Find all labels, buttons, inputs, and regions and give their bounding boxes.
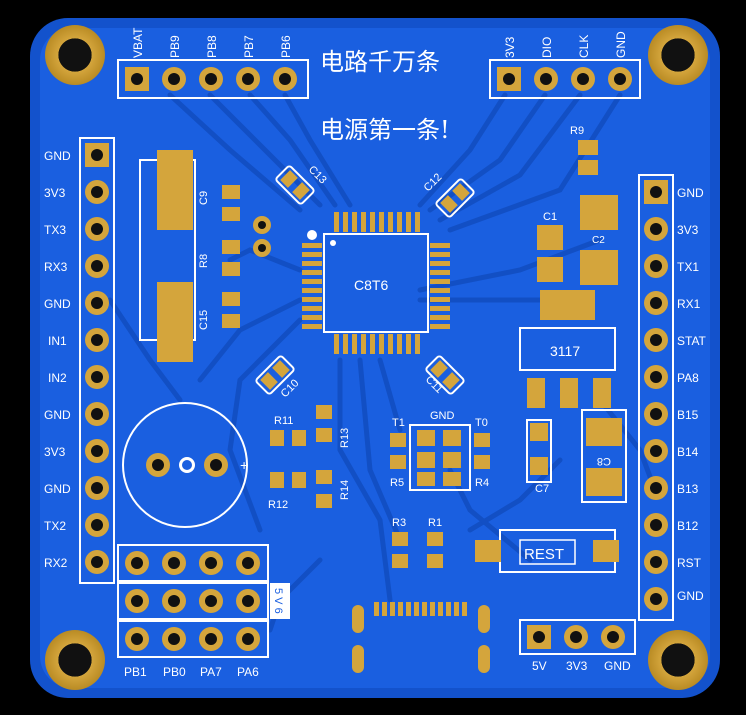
right-pin-label-6: PA8: [677, 371, 699, 385]
title-line-1: 电路千万条: [320, 48, 440, 76]
label-c1: C1: [543, 211, 557, 223]
label-r5: R5: [390, 477, 404, 489]
bottom-pin-label-pa6: PA6: [237, 665, 259, 679]
resistor-r9: [578, 140, 598, 175]
pin-label-pb6: PB6: [279, 35, 293, 58]
right-pin-label-7: B15: [677, 408, 699, 422]
right-pin-label-9: B13: [677, 482, 699, 496]
mount-hole-bottom-left: [45, 630, 105, 690]
label-r12: R12: [268, 499, 288, 511]
left-pin-label-4: RX3: [44, 260, 68, 274]
label-c9: C9: [198, 191, 210, 205]
left-pin-label-9: 3V3: [44, 445, 66, 459]
right-pin-label-1: GND: [677, 186, 704, 200]
capacitor-c11: [425, 355, 465, 395]
label-c7: C7: [535, 483, 549, 495]
top-right-header: 3V3 DIO CLK GND: [489, 31, 641, 99]
regulator-label: 3117: [550, 343, 580, 359]
label-r13: R13: [339, 428, 351, 448]
mcu-label: C8T6: [354, 277, 388, 293]
pin-label-pb7: PB7: [242, 35, 256, 58]
bottom-pin-label-pb0: PB0: [163, 665, 186, 679]
bottom-pin-label-pa7: PA7: [200, 665, 222, 679]
right-pin-label-12: GND: [677, 589, 704, 603]
label-r1: R1: [428, 517, 442, 529]
label-c2: C2: [592, 235, 605, 246]
right-pin-label-10: B12: [677, 519, 699, 533]
usb-connector: [352, 602, 490, 673]
reset-button-label: REST: [524, 546, 564, 563]
left-pin-label-7: IN2: [48, 371, 67, 385]
pin-label-pb9: PB9: [168, 35, 182, 58]
left-pin-label-1: GND: [44, 149, 71, 163]
buzzer: +: [122, 402, 248, 528]
label-t1: T1: [392, 417, 405, 429]
left-pin-label-8: GND: [44, 408, 71, 422]
jumper-pads: [390, 424, 490, 491]
pin-label-pb8: PB8: [205, 35, 219, 58]
left-pin-label-2: 3V3: [44, 186, 66, 200]
label-r11: R11: [274, 415, 293, 427]
label-t0: T0: [475, 417, 488, 429]
mount-hole-top-right: [648, 25, 708, 85]
left-pin-label-5: GND: [44, 297, 71, 311]
capacitor-c12: [435, 178, 475, 218]
right-pin-label-2: 3V3: [677, 223, 699, 237]
left-pin-label-10: GND: [44, 482, 71, 496]
mcu-chip: [302, 212, 450, 354]
capacitor-c2: C2: [580, 195, 618, 285]
via-pair: [253, 216, 271, 257]
bottom-pin-label-pb1: PB1: [124, 665, 147, 679]
mount-hole-bottom-right: [648, 630, 708, 690]
resistor-r11-r12: [270, 405, 332, 508]
capacitor-c10: [255, 355, 295, 395]
right-header: GND 3V3 TX1 RX1 STAT PA8 B15 B14 B13 B12…: [638, 174, 707, 621]
pin-label-gnd-top: GND: [614, 31, 628, 58]
right-pin-label-5: STAT: [677, 334, 707, 348]
left-pin-label-12: RX2: [44, 556, 68, 570]
capacitor-c7: [526, 419, 552, 483]
title-line-2: 电源第一条!: [320, 116, 450, 144]
left-pin-label-3: TX3: [44, 223, 66, 237]
capacitor-c1: [537, 225, 563, 282]
right-pin-label-11: RST: [677, 556, 702, 570]
bottom-pin-label-5v: 5V: [532, 659, 547, 673]
small-pads-left: [222, 185, 240, 328]
svg-text:+: +: [240, 457, 248, 473]
regulator: [519, 290, 616, 408]
bottom-right-header: 5V 3V3 GND: [519, 619, 636, 673]
label-r3: R3: [392, 517, 406, 529]
bottom-pin-label-gnd: GND: [604, 659, 631, 673]
label-r14: R14: [339, 480, 351, 500]
left-pin-label-11: TX2: [44, 519, 66, 533]
capacitor-c13: [275, 165, 315, 205]
right-pin-label-4: RX1: [677, 297, 701, 311]
bottom-left-header: 5 V 6 PB1 PB0 PA7 PA6: [117, 544, 290, 679]
bottom-pin-label-3v3: 3V3: [566, 659, 588, 673]
top-left-header: VBAT PB9 PB8 PB7 PB6: [117, 27, 309, 99]
capacitor-c9-pads: [139, 150, 196, 362]
right-pin-label-3: TX1: [677, 260, 699, 274]
label-r9: R9: [570, 125, 584, 137]
pin-label-clk: CLK: [577, 35, 591, 58]
pin-label-3v3-top: 3V3: [503, 36, 517, 58]
left-pin-label-6: IN1: [48, 334, 67, 348]
label-r4: R4: [475, 477, 489, 489]
left-header: GND 3V3 TX3 RX3 GND IN1 IN2 GND 3V3 GND …: [44, 137, 115, 584]
label-r8: R8: [198, 254, 210, 268]
label-c8: C8: [597, 455, 611, 467]
mount-hole-top-left: [45, 25, 105, 85]
capacitor-c8: [581, 409, 627, 503]
pin-label-vbat: VBAT: [131, 27, 145, 58]
side-vertical-label: 5 V 6: [272, 588, 284, 614]
right-pin-label-8: B14: [677, 445, 699, 459]
label-gnd-center: GND: [430, 410, 455, 422]
resistor-r3-r1: [392, 532, 443, 568]
label-c15: C15: [198, 310, 210, 330]
pin-label-dio: DIO: [540, 37, 554, 58]
reset-button[interactable]: [475, 529, 619, 573]
